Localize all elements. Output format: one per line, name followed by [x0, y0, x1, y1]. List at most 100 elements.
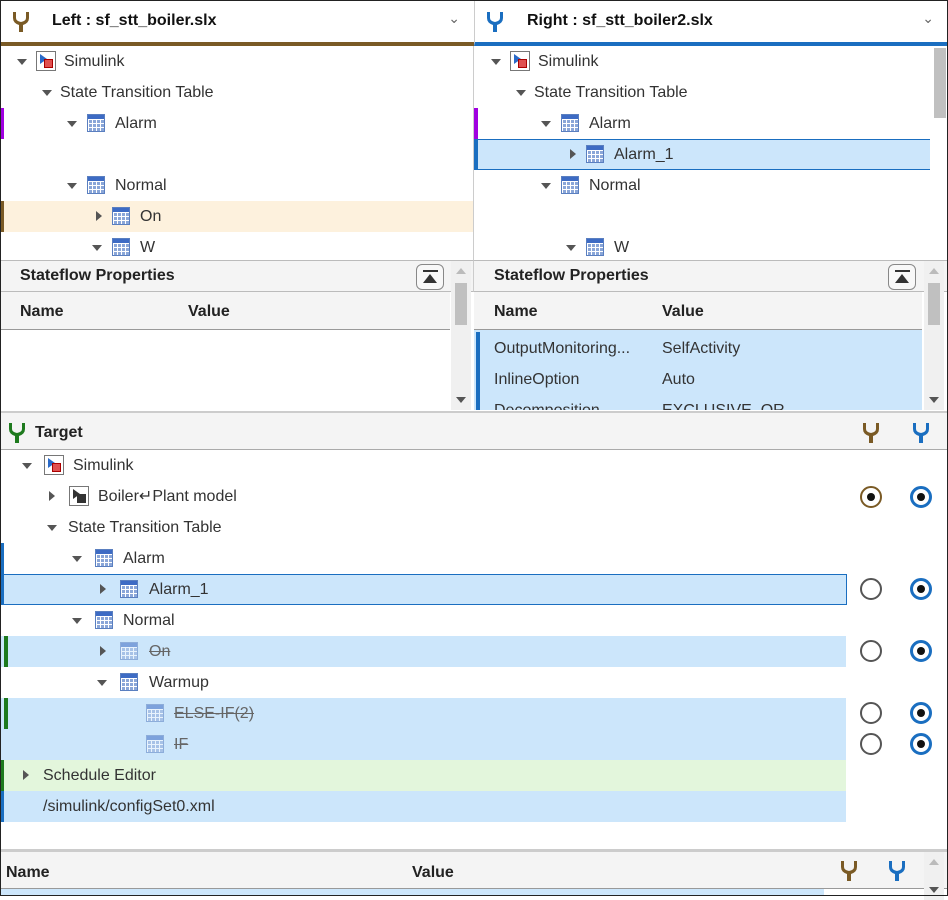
table-icon [561, 176, 579, 194]
expand-icon[interactable] [49, 491, 55, 501]
tree-item[interactable]: Simulink [0, 450, 846, 481]
expand-icon[interactable] [516, 90, 526, 96]
expand-icon[interactable] [541, 121, 551, 127]
expand-icon[interactable] [96, 211, 102, 221]
chevron-down-icon[interactable]: ⌄ [922, 10, 934, 26]
left-properties-header: Stateflow Properties [0, 260, 474, 292]
value-column-header[interactable]: Value [662, 303, 704, 320]
property-name: OutputMonitoring... [494, 340, 631, 357]
expand-icon[interactable] [22, 463, 32, 469]
choose-left-radio[interactable] [860, 578, 882, 600]
left-properties-scrollbar[interactable] [451, 261, 471, 410]
left-file-header[interactable]: Left : sf_stt_boiler.slx ⌄ [0, 0, 474, 46]
expand-icon[interactable] [100, 646, 106, 656]
tree-label: Alarm [115, 115, 157, 132]
expand-icon[interactable] [92, 245, 102, 251]
choose-left-radio[interactable] [860, 486, 882, 508]
tree-item[interactable]: Alarm [0, 543, 846, 574]
tree-item[interactable]: /simulink/configSet0.xml [0, 791, 846, 822]
tree-item[interactable]: Schedule Editor [0, 760, 846, 791]
scroll-thumb[interactable] [934, 48, 946, 118]
tree-label: Normal [123, 612, 175, 629]
tree-label: Alarm_1 [149, 581, 209, 598]
value-column-header[interactable]: Value [188, 303, 230, 320]
choose-right-radio[interactable] [910, 578, 932, 600]
tree-item[interactable]: State Transition Table [0, 77, 473, 108]
choose-right-radio[interactable] [910, 702, 932, 724]
simulink-icon [510, 51, 530, 71]
tree-label: Normal [589, 177, 641, 194]
choose-left-radio[interactable] [860, 702, 882, 724]
choose-right-radio[interactable] [910, 486, 932, 508]
expand-icon[interactable] [566, 245, 576, 251]
tree-item[interactable]: Normal [0, 170, 473, 201]
tree-item[interactable]: State Transition Table [0, 512, 846, 543]
tree-item[interactable]: Alarm [474, 108, 934, 139]
scroll-thumb[interactable] [455, 283, 467, 325]
tree-item[interactable]: W [474, 232, 934, 260]
value-column-header[interactable]: Value [412, 864, 454, 881]
expand-icon[interactable] [100, 584, 106, 594]
tree-item[interactable]: State Transition Table [474, 77, 934, 108]
table-icon [561, 114, 579, 132]
tree-item[interactable]: W [0, 232, 473, 260]
scroll-thumb[interactable] [928, 283, 940, 325]
expand-icon[interactable] [47, 525, 57, 531]
table-icon [120, 673, 138, 691]
tree-item[interactable]: Normal [0, 605, 846, 636]
expand-icon[interactable] [17, 59, 27, 65]
right-properties-scrollbar[interactable] [924, 261, 944, 410]
tree-item[interactable]: Simulink [474, 46, 934, 77]
table-icon [95, 611, 113, 629]
right-title: Right : sf_stt_boiler2.slx [527, 12, 713, 29]
chevron-down-icon[interactable]: ⌄ [448, 10, 460, 26]
left-source-icon [863, 423, 879, 443]
tree-item[interactable]: Simulink [0, 46, 473, 77]
expand-icon[interactable] [491, 59, 501, 65]
choose-right-radio[interactable] [910, 640, 932, 662]
property-row[interactable]: OutputMonitoring...SelfActivity [474, 333, 922, 364]
change-bar [0, 760, 4, 791]
name-column-header[interactable]: Name [494, 303, 538, 320]
simulink-icon [36, 51, 56, 71]
choose-left-radio[interactable] [860, 733, 882, 755]
tree-item[interactable]: On [0, 636, 846, 667]
table-icon [87, 176, 105, 194]
expand-icon[interactable] [67, 121, 77, 127]
collapse-panel-icon[interactable] [888, 264, 916, 290]
tree-item-selected[interactable]: Alarm_1 [0, 574, 847, 605]
tree-item[interactable]: Normal [474, 170, 934, 201]
expand-icon[interactable] [72, 556, 82, 562]
expand-icon[interactable] [72, 618, 82, 624]
collapse-panel-icon[interactable] [416, 264, 444, 290]
expand-icon[interactable] [67, 183, 77, 189]
tree-item[interactable]: On [0, 201, 473, 232]
expand-icon[interactable] [97, 680, 107, 686]
change-bar [474, 108, 478, 139]
bottom-selected-row[interactable] [0, 889, 824, 896]
right-tree-scrollbar[interactable] [930, 46, 948, 260]
expand-icon[interactable] [23, 770, 29, 780]
expand-icon[interactable] [42, 90, 52, 96]
subsystem-icon [69, 486, 89, 506]
tree-item[interactable]: Alarm [0, 108, 473, 139]
tree-label: W [140, 239, 156, 256]
properties-title: Stateflow Properties [20, 267, 175, 284]
property-row[interactable]: DecompositionEXCLUSIVE_OR [474, 395, 922, 410]
name-column-header[interactable]: Name [6, 864, 50, 881]
tree-item-selected[interactable]: Alarm_1 [474, 139, 932, 170]
target-title: Target [35, 424, 83, 441]
expand-icon[interactable] [570, 149, 576, 159]
tree-item[interactable]: ELSE-IF(2) [0, 698, 846, 760]
tree-item[interactable]: Warmup [0, 667, 846, 698]
right-file-header[interactable]: Right : sf_stt_boiler2.slx ⌄ [474, 0, 948, 46]
right-source-icon [889, 861, 905, 881]
tree-item[interactable]: Boiler↵Plant model [0, 481, 846, 512]
expand-icon[interactable] [541, 183, 551, 189]
name-column-header[interactable]: Name [20, 303, 64, 320]
tree-item[interactable]: IF [0, 729, 846, 760]
choose-left-radio[interactable] [860, 640, 882, 662]
choose-right-radio[interactable] [910, 733, 932, 755]
bottom-scrollbar[interactable] [924, 852, 944, 900]
